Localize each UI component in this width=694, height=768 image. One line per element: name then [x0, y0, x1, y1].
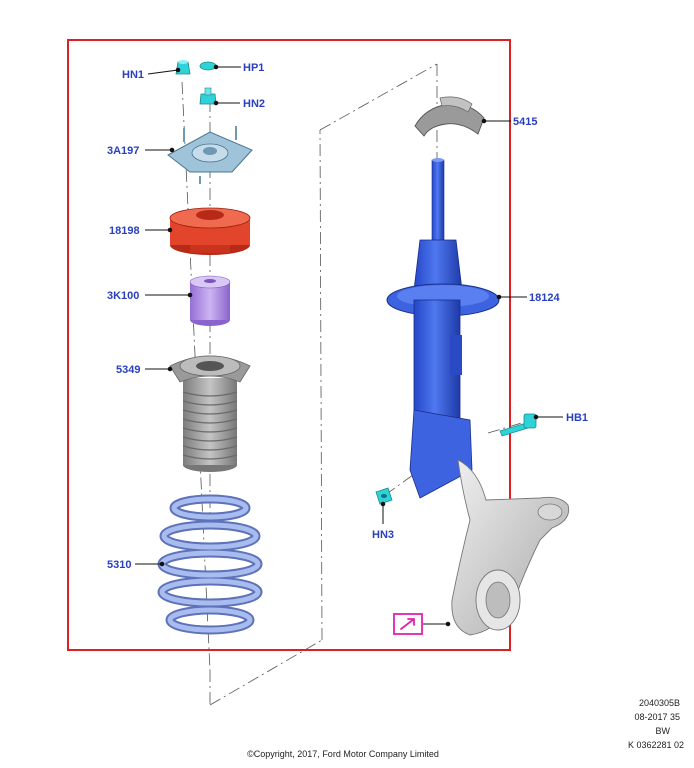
label-hn1: HN1	[122, 69, 144, 81]
label-3k100: 3K100	[107, 290, 139, 302]
hn2-nut-part	[199, 87, 217, 105]
leader-lines	[135, 64, 563, 627]
ref-code-1: 2040305B	[639, 698, 680, 708]
ref-code-4: K 0362281 02	[628, 740, 684, 750]
spring-seat-5415-part	[414, 96, 485, 137]
label-5349: 5349	[116, 364, 140, 376]
label-hn2: HN2	[243, 98, 265, 110]
bump-stop-3k100-part	[189, 275, 231, 326]
diagram-frame	[67, 39, 511, 651]
top-mount-3a197-part	[167, 126, 253, 184]
label-3a197: 3A197	[107, 145, 139, 157]
hp1-cap-part	[199, 61, 217, 71]
ref-code-3: BW	[656, 726, 671, 736]
copyright-notice: ©Copyright, 2017, Ford Motor Company Lim…	[247, 749, 439, 759]
label-18124: 18124	[529, 292, 560, 304]
label-hn3: HN3	[372, 529, 394, 541]
label-5415: 5415	[513, 116, 537, 128]
dust-boot-5349-part	[169, 355, 251, 472]
bearing-18198-part	[169, 207, 251, 255]
hn3-nut-part	[375, 487, 393, 505]
label-hp1: HP1	[243, 62, 264, 74]
steering-knuckle-part	[451, 459, 570, 636]
ref-code-2: 08-2017 35	[634, 712, 680, 722]
label-5310: 5310	[107, 559, 131, 571]
coil-spring-5310-part	[157, 494, 263, 635]
label-18198: 18198	[109, 225, 140, 237]
strut-18124-part	[386, 158, 500, 499]
arrow-tool-icon	[393, 613, 423, 635]
label-hb1: HB1	[566, 412, 588, 424]
hb1-bolt-part	[499, 413, 537, 437]
